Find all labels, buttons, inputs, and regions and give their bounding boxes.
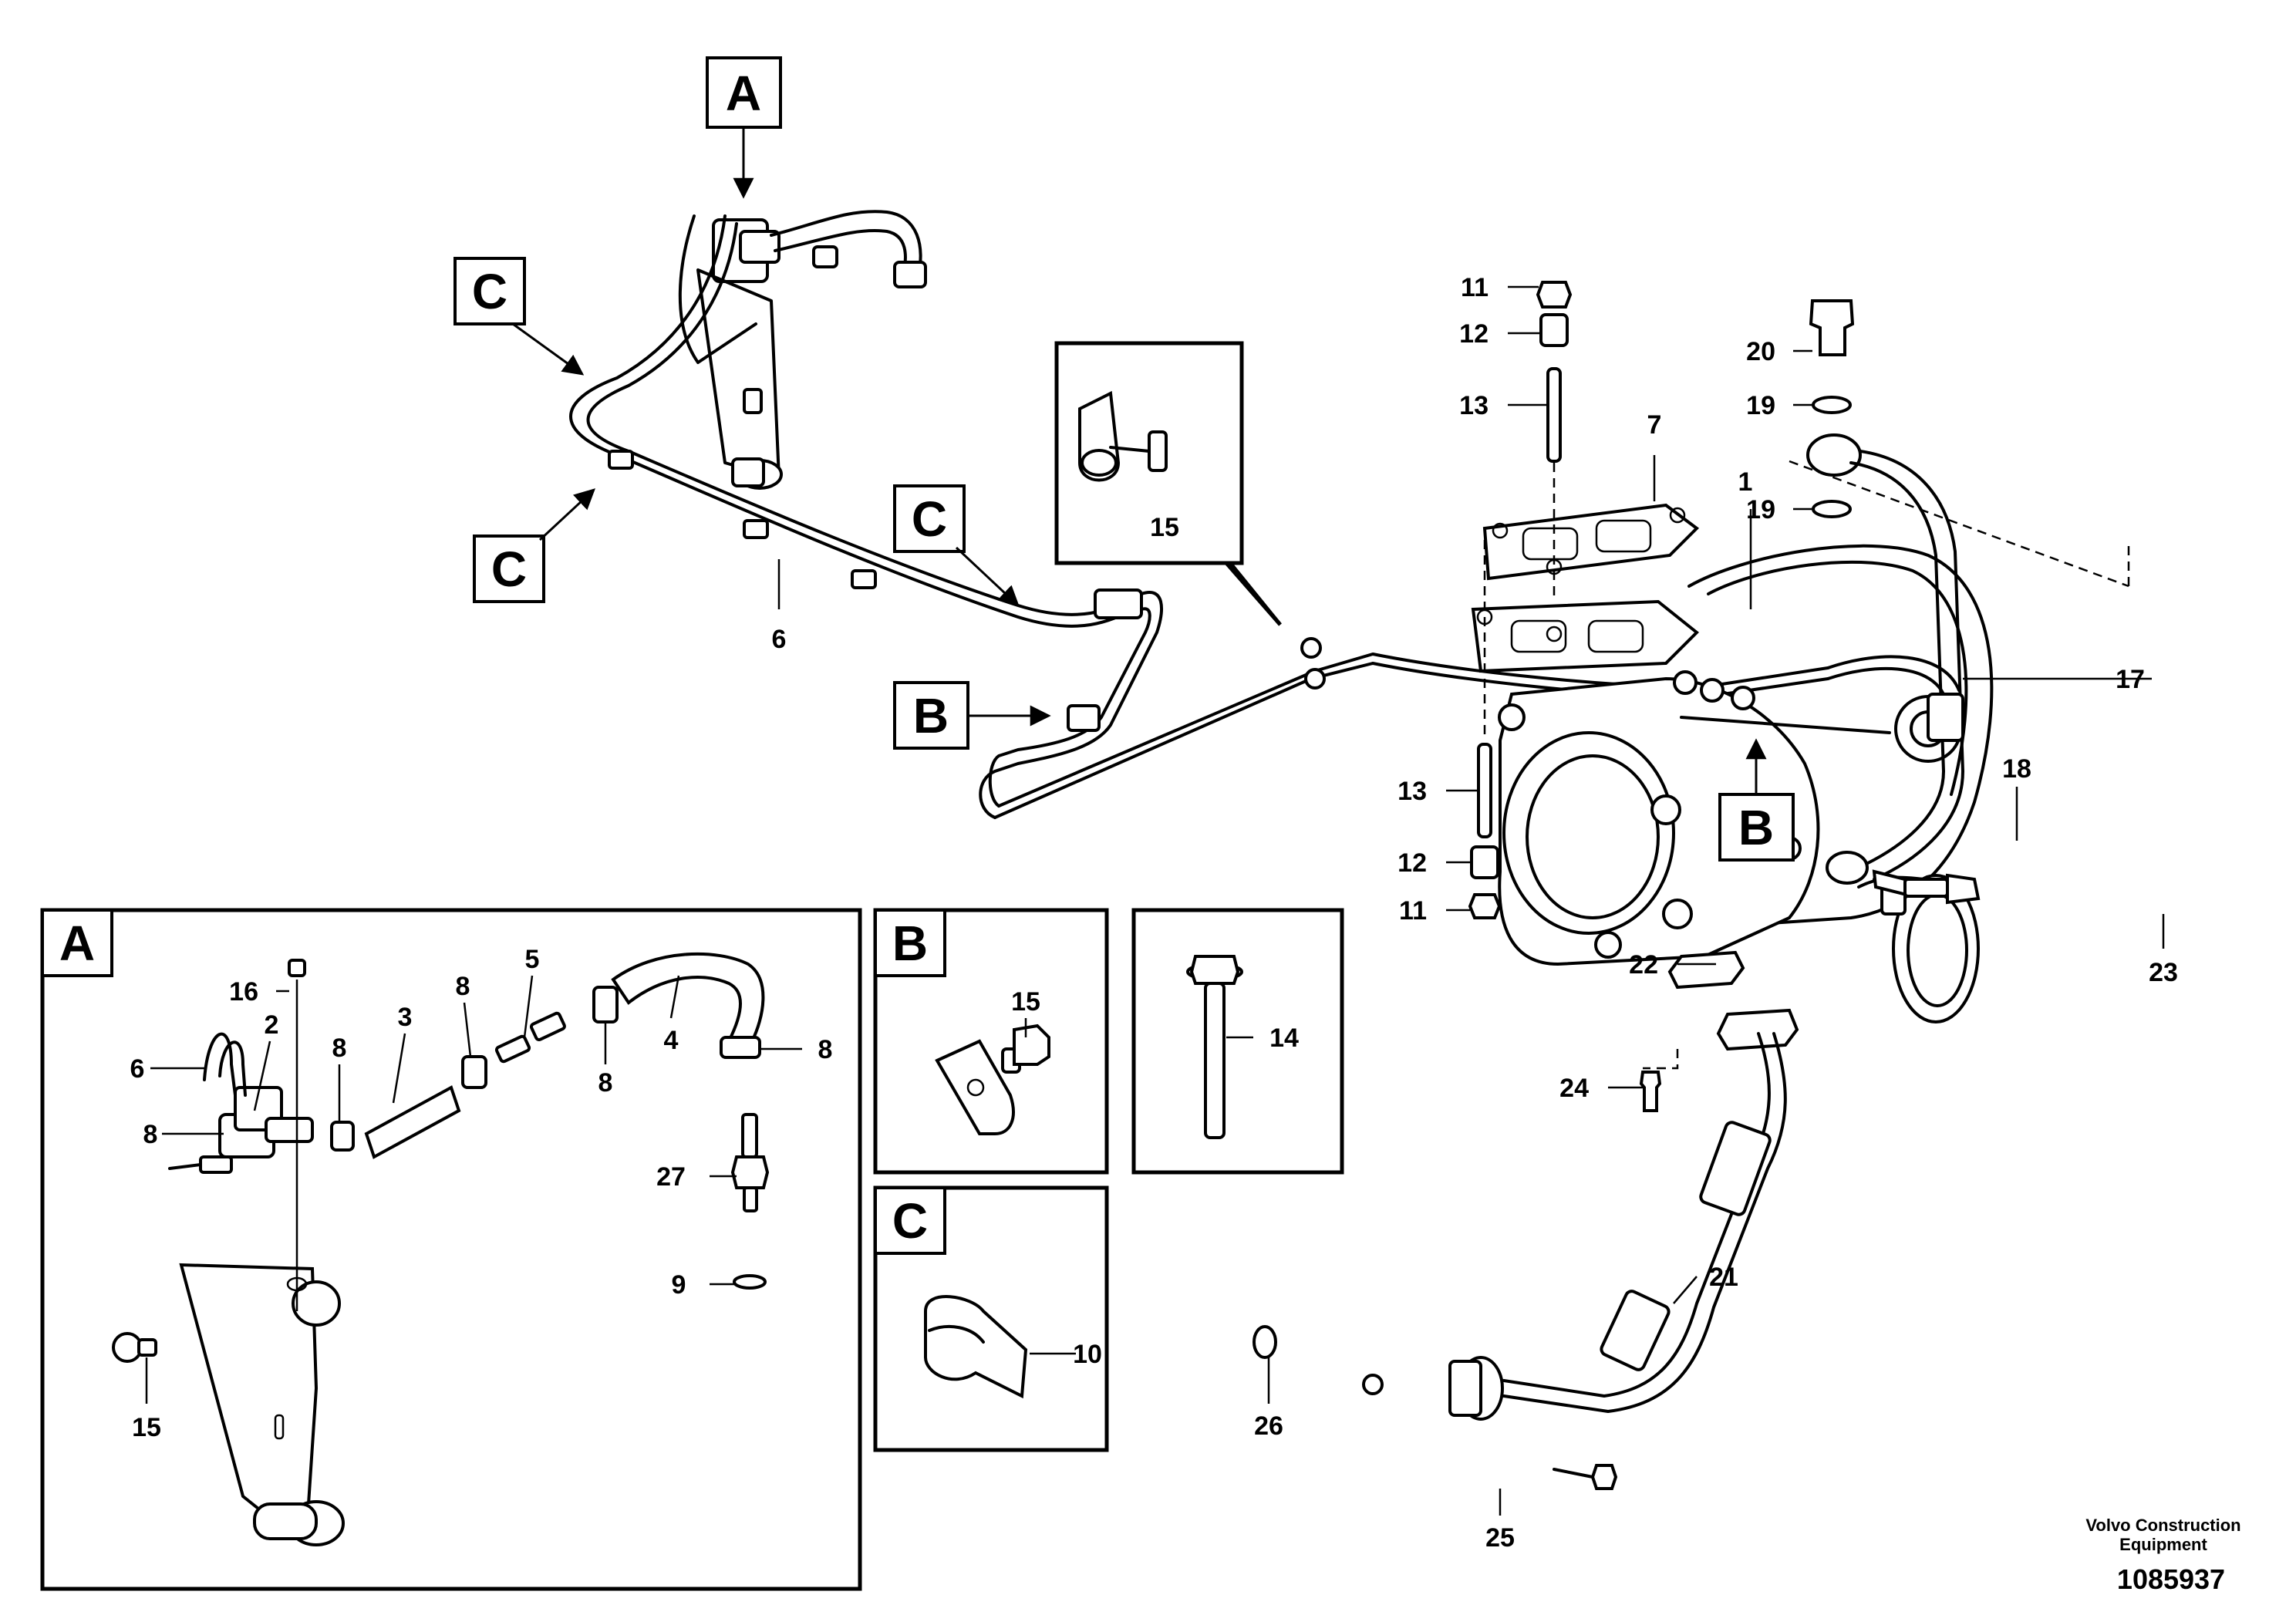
callout-c-3: C <box>893 484 1020 607</box>
part-label-20: 20 <box>1746 337 1775 366</box>
detail-b-tag: B <box>874 909 946 977</box>
a-label-3: 3 <box>398 1003 413 1032</box>
detail-a-part-labels: 16 2 6 8 8 3 8 5 4 8 8 27 9 15 <box>130 945 833 1442</box>
oil-feed-pipe-17 <box>1777 299 1981 905</box>
part-label-12-bottom: 12 <box>1397 848 1427 878</box>
a-label-5: 5 <box>525 945 540 974</box>
box-label-14: 14 <box>1269 1023 1299 1053</box>
callout-c-2: C <box>473 488 595 603</box>
a-label-2: 2 <box>265 1010 279 1040</box>
detail-c-frame <box>873 1185 1109 1452</box>
a-label-8-clamp3: 8 <box>598 1068 613 1098</box>
stud-set-top <box>1536 281 1573 602</box>
svg-text:C: C <box>912 491 947 547</box>
part-label-26: 26 <box>1254 1411 1283 1441</box>
company-line-1: Volvo Construction <box>2085 1516 2240 1535</box>
part-label-13-bottom: 13 <box>1397 777 1427 806</box>
b-label-15: 15 <box>1011 987 1040 1017</box>
stud-set-bottom <box>1468 540 1502 919</box>
part-label-23: 23 <box>2149 958 2178 987</box>
detail-a-tag: A <box>41 909 113 977</box>
part-label-19-lower: 19 <box>1746 495 1775 524</box>
svg-text:C: C <box>472 264 507 319</box>
a-label-4: 4 <box>664 1026 679 1055</box>
part-label-7: 7 <box>1647 410 1662 440</box>
a-label-8-clamp2: 8 <box>456 972 470 1001</box>
detail-b-frame <box>873 908 1109 1175</box>
inset-clip-detail-15 <box>1054 341 1282 626</box>
footer: Volvo Construction Equipment 1085937 <box>2085 1516 2240 1595</box>
part-label-22: 22 <box>1629 950 1658 980</box>
detail-b-parts <box>935 1023 1050 1135</box>
leader-lines <box>145 285 2165 1516</box>
a-label-8-valve: 8 <box>143 1120 158 1149</box>
svg-text:B: B <box>913 688 949 744</box>
box-part-labels: 15 10 14 <box>1011 987 1299 1369</box>
company-line-2: Equipment <box>2119 1535 2207 1554</box>
callout-b-1: B <box>893 681 1051 750</box>
part-label-15-inset: 15 <box>1150 513 1179 542</box>
svg-text:B: B <box>1738 800 1774 855</box>
callout-b-2: B <box>1718 738 1795 862</box>
main-view-part-labels: 1 6 7 11 12 13 13 12 11 15 17 18 19 19 2… <box>772 273 2178 1553</box>
flange-gasket-7 <box>1476 503 1700 642</box>
a-label-8-clamp4: 8 <box>818 1035 833 1064</box>
detail-14-frame <box>1131 908 1344 1175</box>
callout-c-1: C <box>453 257 585 376</box>
part-label-19-upper: 19 <box>1746 391 1775 420</box>
a-label-8-clamp1: 8 <box>332 1034 347 1063</box>
a-label-9: 9 <box>672 1270 686 1300</box>
part-label-12-top: 12 <box>1459 319 1489 349</box>
a-label-27: 27 <box>656 1162 686 1192</box>
drawing-number: 1085937 <box>2117 1563 2225 1595</box>
part-label-18: 18 <box>2002 754 2031 784</box>
part-label-1: 1 <box>1738 467 1753 497</box>
c-label-10: 10 <box>1073 1340 1102 1369</box>
svg-text:B: B <box>892 916 928 971</box>
svg-text:C: C <box>892 1193 928 1249</box>
svg-text:A: A <box>726 66 761 121</box>
part-label-11-top: 11 <box>1461 273 1489 302</box>
part-label-24: 24 <box>1559 1074 1589 1103</box>
part-label-17: 17 <box>2116 665 2145 694</box>
a-label-6: 6 <box>130 1054 145 1084</box>
detail-c-tag: C <box>874 1186 946 1255</box>
svg-text:C: C <box>491 541 527 597</box>
detail-14-parts <box>1186 955 1243 1139</box>
detail-a-parts <box>112 952 770 1546</box>
callout-a-top: A <box>706 56 782 199</box>
a-label-16: 16 <box>229 977 258 1007</box>
part-label-6: 6 <box>772 625 787 654</box>
detail-c-parts <box>924 1295 1028 1399</box>
part-label-11-bottom: 11 <box>1399 896 1427 926</box>
part-label-25: 25 <box>1485 1523 1515 1553</box>
oil-return-pipe-21 <box>1253 950 1799 1490</box>
part-label-13-top: 13 <box>1459 391 1489 420</box>
detail-a-frame <box>40 908 862 1591</box>
turbocharger <box>1471 544 1994 1023</box>
a-label-15: 15 <box>132 1413 161 1442</box>
svg-text:A: A <box>59 916 95 971</box>
part-label-21: 21 <box>1709 1263 1738 1292</box>
